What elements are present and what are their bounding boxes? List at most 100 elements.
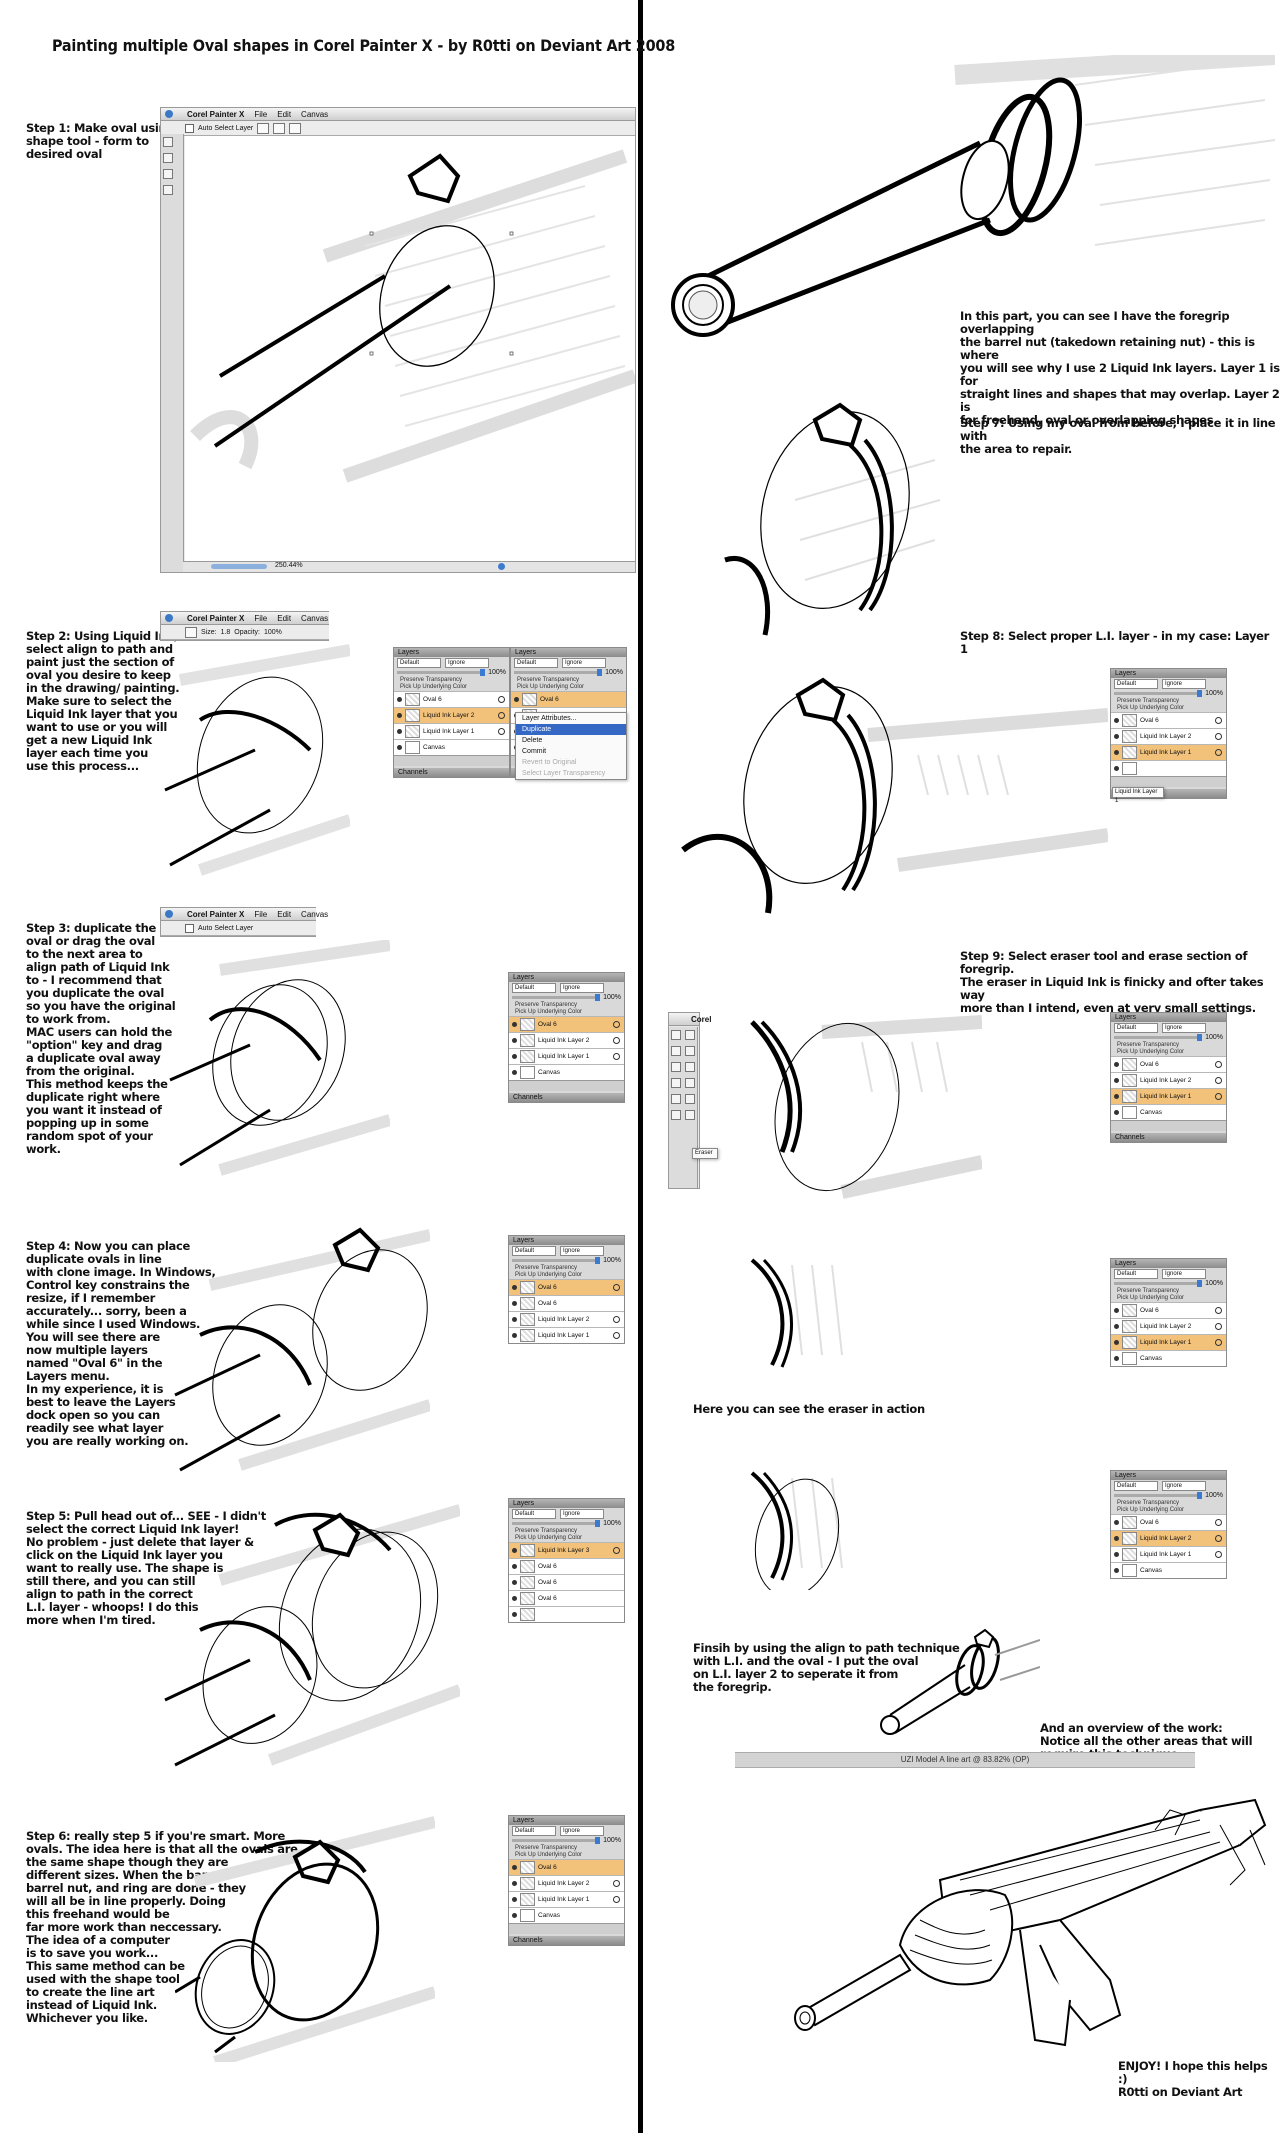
channels-header[interactable]: Channels	[394, 766, 509, 777]
menu-edit[interactable]: Edit	[277, 109, 292, 119]
magnify-icon[interactable]	[685, 1110, 695, 1120]
pick-up-color[interactable]: Pick Up Underlying Color	[515, 1009, 583, 1015]
layer-row[interactable]: Canvas	[509, 1907, 624, 1923]
menu-canvas[interactable]: Canvas	[301, 613, 329, 623]
tool-button[interactable]	[273, 122, 286, 134]
layer-row[interactable]: Oval 6	[509, 1558, 624, 1574]
blend-select[interactable]: Ignore	[1162, 1268, 1206, 1279]
preserve-transparency[interactable]: Preserve Transparency	[515, 1528, 578, 1534]
lasso-icon[interactable]	[685, 1062, 695, 1072]
layer-row[interactable]: Liquid Ink Layer 2	[1111, 1072, 1226, 1088]
menu-item-delete[interactable]: Delete	[522, 737, 543, 744]
opacity-slider[interactable]: 100%	[1111, 1491, 1226, 1500]
blend-select[interactable]: Ignore	[1162, 678, 1206, 689]
blend-select[interactable]: Ignore	[560, 1508, 604, 1519]
preserve-transparency[interactable]: Preserve Transparency	[515, 1002, 578, 1008]
channels-header[interactable]: Channels	[1111, 1131, 1226, 1142]
preserve-transparency[interactable]: Preserve Transparency	[1117, 1042, 1180, 1048]
layer-row[interactable]: Canvas	[394, 739, 509, 755]
layer-row[interactable]: Oval 6	[509, 1295, 624, 1311]
pen-icon[interactable]	[163, 137, 173, 147]
preserve-transparency[interactable]: Preserve Transparency	[1117, 1288, 1180, 1294]
opacity-slider[interactable]: 100%	[1111, 1279, 1226, 1288]
rotate-icon[interactable]	[498, 563, 505, 570]
blend-select[interactable]: Ignore	[560, 1245, 604, 1256]
layer-row[interactable]: Oval 6	[1111, 712, 1226, 728]
dropper-icon[interactable]	[685, 1046, 695, 1056]
preserve-transparency[interactable]: Preserve Transparency	[517, 677, 580, 683]
menu-edit[interactable]: Edit	[277, 909, 292, 919]
composite-select[interactable]: Default	[512, 1508, 556, 1519]
opacity-slider[interactable]: 100%	[509, 1836, 624, 1845]
opacity-slider[interactable]: 100%	[509, 1256, 624, 1265]
pick-up-color[interactable]: Pick Up Underlying Color	[1117, 1507, 1185, 1513]
shape-icon[interactable]	[163, 169, 173, 179]
opacity-value[interactable]: 100%	[263, 628, 282, 636]
layer-row[interactable]: Liquid Ink Layer 1	[1111, 1546, 1226, 1562]
layer-row[interactable]: Canvas	[1111, 1104, 1226, 1120]
layer-row[interactable]: Liquid Ink Layer 1	[509, 1891, 624, 1907]
layer-row[interactable]: Liquid Ink Layer 1	[394, 723, 509, 739]
preserve-transparency[interactable]: Preserve Transparency	[515, 1265, 578, 1271]
preserve-transparency[interactable]: Preserve Transparency	[515, 1845, 578, 1851]
blend-select[interactable]: Ignore	[562, 657, 606, 668]
layer-row[interactable]: Liquid Ink Layer 1	[509, 1327, 624, 1343]
layer-row[interactable]	[1111, 760, 1226, 776]
opacity-slider[interactable]: 100%	[394, 668, 509, 677]
blend-select[interactable]: Ignore	[445, 657, 489, 668]
oval-icon[interactable]	[685, 1078, 695, 1088]
size-value[interactable]: 1.8	[220, 628, 231, 636]
layer-row[interactable]: Liquid Ink Layer 2	[1111, 1530, 1226, 1546]
blend-select[interactable]: Ignore	[1162, 1022, 1206, 1033]
composite-select[interactable]: Default	[1114, 1480, 1158, 1491]
layer-row[interactable]: Oval 6	[1111, 1056, 1226, 1072]
blend-select[interactable]: Ignore	[1162, 1480, 1206, 1491]
composite-select[interactable]: Default	[1114, 678, 1158, 689]
crop-icon[interactable]	[671, 1062, 681, 1072]
layer-row[interactable]: Oval 6	[509, 1859, 624, 1875]
pick-up-color[interactable]: Pick Up Underlying Color	[1117, 705, 1185, 711]
composite-select[interactable]: Default	[397, 657, 441, 668]
layer-row[interactable]: Liquid Ink Layer 1	[1111, 1334, 1226, 1350]
arrow-icon[interactable]	[163, 153, 173, 163]
pick-up-color[interactable]: Pick Up Underlying Color	[517, 684, 585, 690]
preserve-transparency[interactable]: Preserve Transparency	[1117, 1500, 1180, 1506]
menu-canvas[interactable]: Canvas	[301, 109, 329, 119]
auto-select-checkbox[interactable]	[185, 923, 194, 933]
opacity-slider[interactable]: 100%	[509, 993, 624, 1002]
pick-up-color[interactable]: Pick Up Underlying Color	[1117, 1049, 1185, 1055]
shape-icon[interactable]	[685, 1094, 695, 1104]
layer-row[interactable]: Canvas	[1111, 1350, 1226, 1366]
layer-row[interactable]: Oval 6	[509, 1016, 624, 1032]
rect-icon[interactable]	[671, 1078, 681, 1088]
layer-row[interactable]: Canvas	[509, 1064, 624, 1080]
layer-row[interactable]: Liquid Ink Layer 1	[509, 1048, 624, 1064]
brush-icon[interactable]	[163, 185, 173, 195]
opacity-slider[interactable]: 100%	[511, 668, 626, 677]
layer-row[interactable]: Liquid Ink Layer 2	[509, 1875, 624, 1891]
composite-select[interactable]: Default	[512, 1825, 556, 1836]
brush-button[interactable]	[185, 626, 197, 638]
menu-item-commit[interactable]: Commit	[522, 748, 547, 755]
composite-select[interactable]: Default	[1114, 1268, 1158, 1279]
composite-select[interactable]: Default	[512, 982, 556, 993]
layer-row[interactable]: Oval 6	[394, 691, 509, 707]
status-scrollbar[interactable]: 250.44%	[183, 561, 635, 572]
menu-edit[interactable]: Edit	[277, 613, 292, 623]
layer-row[interactable]: Liquid Ink Layer 1	[1111, 1088, 1226, 1104]
pick-up-color[interactable]: Pick Up Underlying Color	[1117, 1295, 1185, 1301]
menu-file[interactable]: File	[254, 613, 268, 623]
preserve-transparency[interactable]: Preserve Transparency	[400, 677, 463, 683]
menu-file[interactable]: File	[254, 909, 268, 919]
menu-canvas[interactable]: Canvas	[301, 909, 329, 919]
opacity-slider[interactable]: 100%	[509, 1519, 624, 1528]
channels-header[interactable]: Channels	[509, 1934, 624, 1945]
opacity-slider[interactable]: 100%	[1111, 689, 1226, 698]
pen-icon[interactable]	[671, 1030, 681, 1040]
layer-row[interactable]: Liquid Ink Layer 1	[1111, 744, 1226, 760]
layer-row[interactable]	[509, 1606, 624, 1622]
brush-icon[interactable]	[671, 1046, 681, 1056]
layer-row[interactable]: Liquid Ink Layer 2	[509, 1032, 624, 1048]
opacity-slider[interactable]: 100%	[1111, 1033, 1226, 1042]
menu-item-layer-attributes[interactable]: Layer Attributes...	[522, 715, 577, 722]
